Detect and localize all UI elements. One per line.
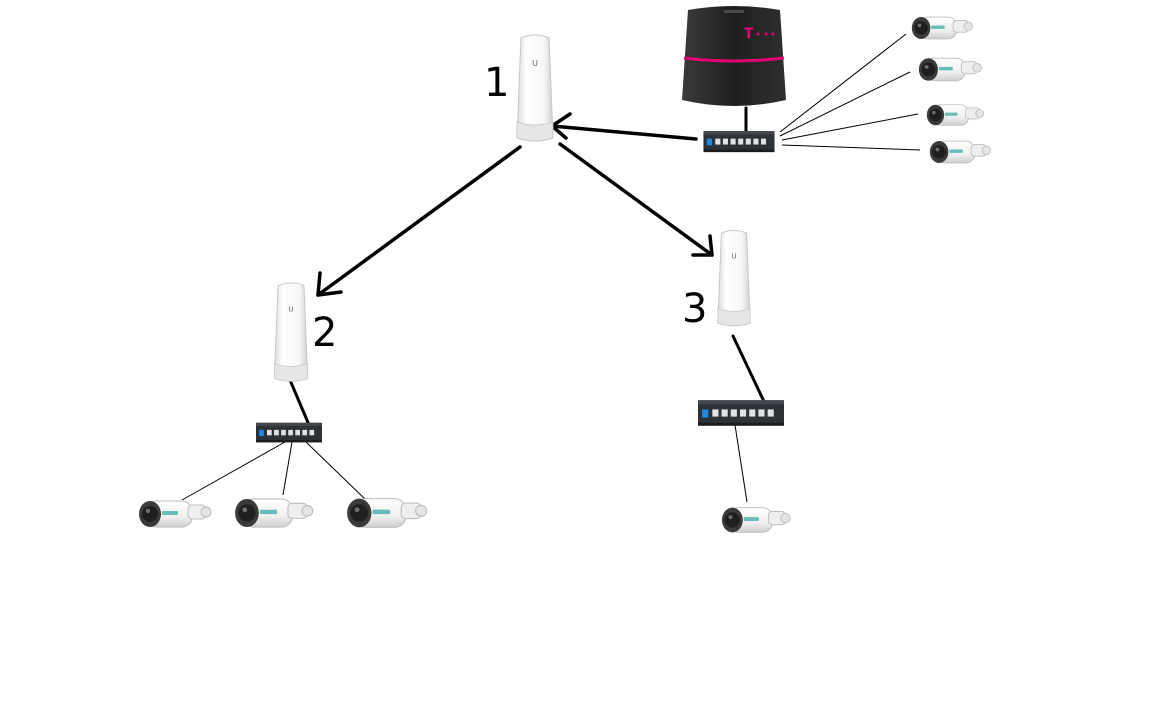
cable-line [282,441,293,496]
cable-line [181,441,286,501]
arrow-icon [558,142,714,257]
cable-line [305,441,367,501]
arrow-icon [316,145,522,297]
node-label-3: 3 [682,286,707,332]
bullet-camera-icon [346,497,428,529]
bullet-camera-icon [721,507,791,533]
link-arrows [316,112,714,297]
cable-line [781,113,919,141]
cable-line [734,424,748,503]
cable-line [779,71,911,137]
bullet-camera-icon [911,16,974,40]
cable-line [781,144,921,151]
network-switch-icon [256,422,322,443]
access-point-icon [516,34,554,142]
router-icon [680,4,788,108]
uplink-cables [288,106,770,434]
arrow-icon [550,112,698,141]
ap3-uplink-cable [731,334,770,412]
node-label-2: 2 [312,310,337,356]
network-switch-icon [698,400,784,426]
cable-lines [181,33,921,503]
cable-line [779,33,907,133]
network-switch-icon [703,131,775,153]
bullet-camera-icon [926,104,985,126]
bullet-camera-icon [929,140,992,164]
bullet-camera-icon [138,500,212,528]
bullet-camera-icon [918,57,983,82]
bullet-camera-icon [234,498,314,528]
access-point-icon [717,229,751,327]
access-point-icon [273,282,309,382]
node-label-1: 1 [484,60,509,106]
